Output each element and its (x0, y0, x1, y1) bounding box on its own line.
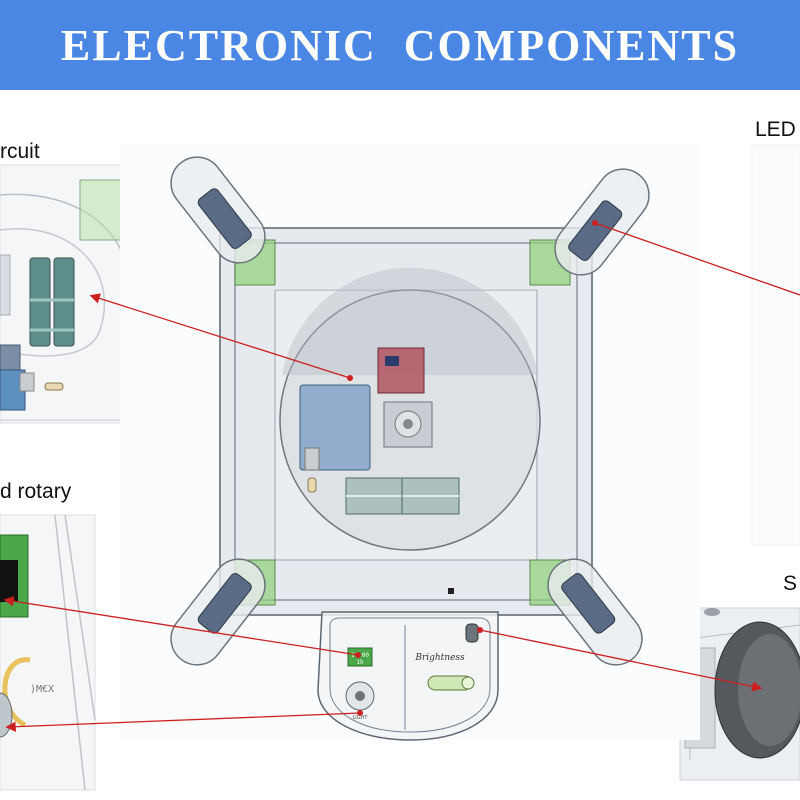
led-arm (170, 558, 266, 666)
display-line: 1h (356, 659, 364, 666)
title-banner: ELECTRONIC COMPONENTS (0, 0, 800, 90)
led-arm (170, 156, 266, 264)
dial-label: Brightness (414, 653, 465, 663)
circuit-inset (0, 164, 126, 424)
circuit-callout-label: rcuit (0, 140, 40, 163)
battery-pack (29, 257, 75, 347)
rotary-callout-label: d rotary (0, 480, 72, 503)
device-body: 10:00 1h LIGHT Brightness (120, 145, 700, 741)
led-inset (751, 144, 800, 546)
led-callout-label: LED (755, 118, 796, 141)
motor-driver-board (377, 347, 425, 394)
svg-text:)M€X: )M€X (30, 684, 54, 695)
rotary-inset: )M€X (0, 514, 96, 791)
knob-label: LIGHT (353, 715, 369, 721)
speaker-component (465, 623, 479, 643)
led-arm (554, 168, 650, 276)
s-callout-label: S (783, 572, 798, 595)
led-arm (547, 558, 643, 666)
callout-arrows (3, 220, 800, 732)
banner-title: ELECTRONIC COMPONENTS (60, 20, 740, 70)
